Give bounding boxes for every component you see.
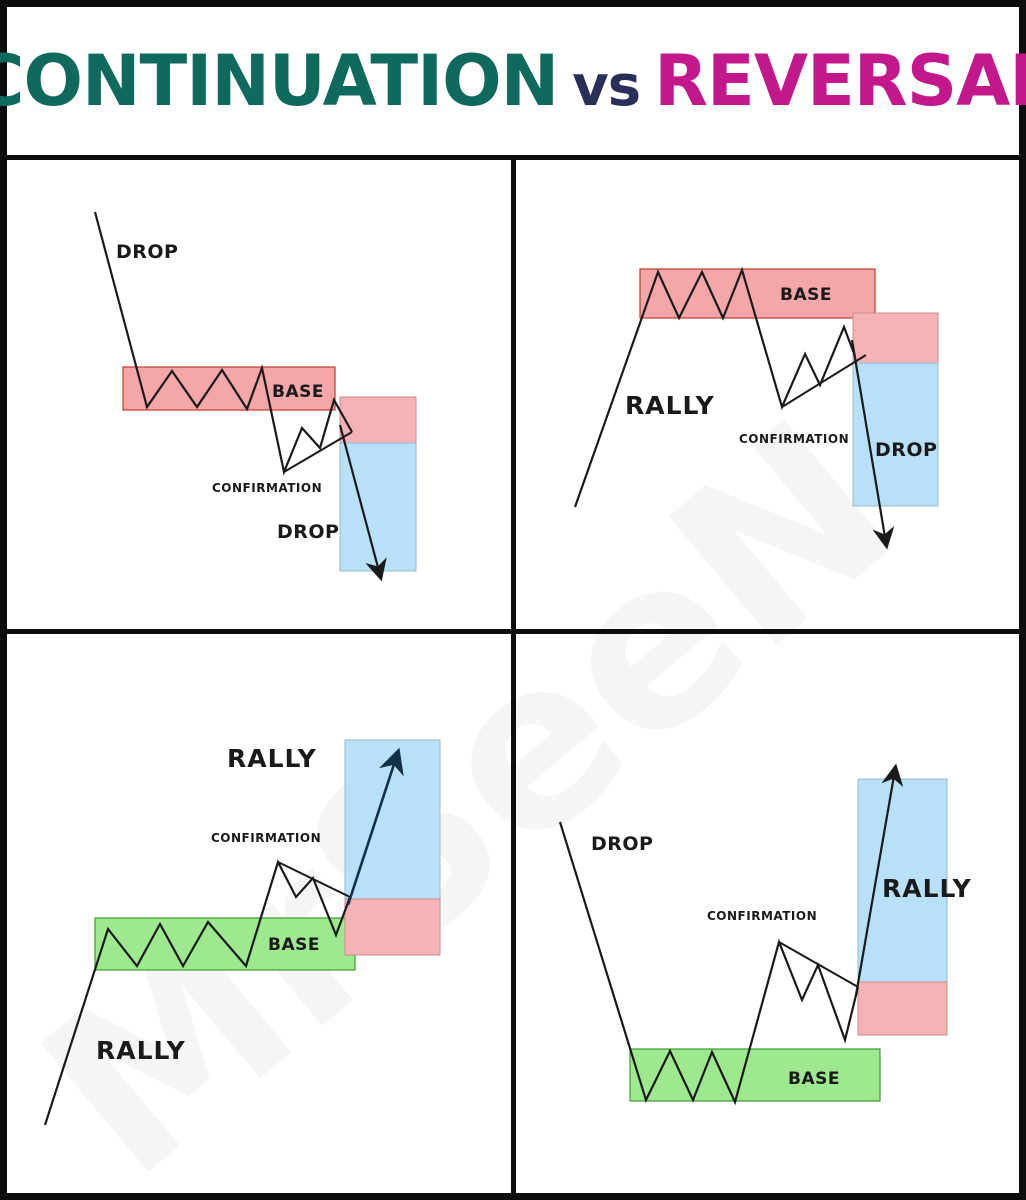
title-continuation: CONTINUATION — [0, 40, 559, 122]
title-reversal: REVERSAL — [654, 40, 1026, 122]
br-demand-zone — [857, 981, 948, 1036]
tl-impulse-label: DROP — [116, 241, 178, 263]
bl-confirmation-line — [277, 861, 351, 898]
panel-bottom-left: RALLY BASE CONFIRMATION RALLY — [43, 739, 441, 1126]
panel-top-left: DROP BASE CONFIRMATION DROP — [93, 211, 417, 582]
br-rally-arrow — [854, 763, 904, 996]
br-move-label: RALLY — [882, 874, 972, 903]
tr-drop-arrow — [850, 339, 895, 550]
tl-supply-zone — [339, 396, 417, 444]
tr-base-label: BASE — [780, 285, 832, 305]
tl-target-zone — [339, 442, 417, 572]
title-vs: vs — [572, 54, 641, 119]
bl-price-path — [43, 859, 352, 1126]
tl-confirmation-label: CONFIRMATION — [212, 481, 322, 495]
br-impulse-label: DROP — [591, 833, 653, 855]
bl-base-label: BASE — [268, 935, 320, 955]
tr-target-zone — [852, 362, 939, 507]
br-base-zone — [629, 1048, 881, 1102]
bl-target-zone — [344, 739, 441, 900]
panel-bottom-right: DROP BASE CONFIRMATION RALLY — [558, 763, 972, 1106]
panel-top-right: RALLY BASE CONFIRMATION DROP — [573, 266, 939, 550]
tr-confirmation-label: CONFIRMATION — [739, 432, 849, 446]
tl-base-zone — [122, 366, 336, 411]
tr-confirmation-line — [781, 354, 867, 408]
tl-price-path — [93, 211, 353, 476]
bl-demand-zone — [344, 898, 441, 956]
bl-rally-arrow — [346, 747, 404, 906]
br-base-label: BASE — [788, 1069, 840, 1089]
tl-confirmation-line — [283, 431, 353, 473]
bl-move-label: RALLY — [227, 744, 317, 773]
column-divider — [511, 155, 516, 1200]
br-confirmation-label: CONFIRMATION — [707, 909, 817, 923]
tr-base-zone — [639, 268, 876, 319]
br-target-zone — [857, 778, 948, 983]
tl-move-label: DROP — [277, 521, 339, 543]
tr-price-path — [573, 266, 857, 508]
br-confirmation-line — [778, 941, 859, 988]
tr-move-label: DROP — [875, 439, 937, 461]
bl-confirmation-label: CONFIRMATION — [211, 831, 321, 845]
tl-drop-arrow — [338, 424, 387, 582]
bl-impulse-label: RALLY — [96, 1036, 186, 1065]
tl-base-label: BASE — [272, 382, 324, 402]
br-price-path — [558, 821, 860, 1106]
tr-impulse-label: RALLY — [625, 391, 715, 420]
